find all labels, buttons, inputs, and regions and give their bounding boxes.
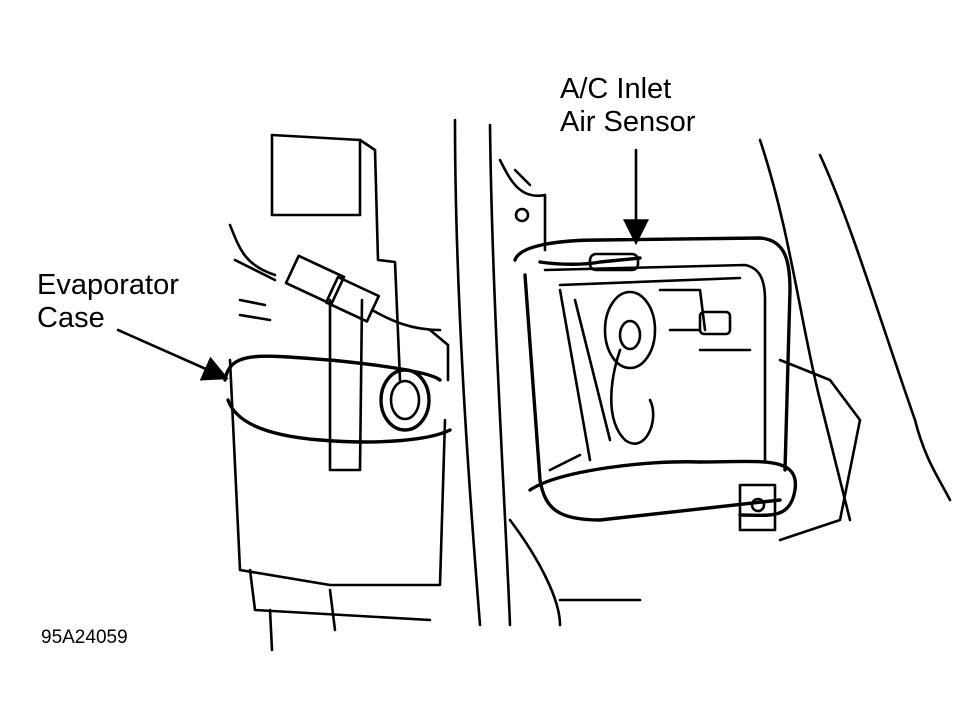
sensor-label: A/C Inlet Air Sensor bbox=[560, 73, 695, 139]
dash-panel-drawing bbox=[758, 138, 952, 542]
case-label: Evaporator Case bbox=[37, 269, 179, 335]
evaporator-case-drawing bbox=[223, 133, 452, 652]
figure-code: 95A24059 bbox=[41, 627, 128, 648]
sensor-label-line1: A/C Inlet bbox=[560, 73, 672, 105]
case-label-line1: Evaporator bbox=[37, 269, 179, 301]
case-leader-line bbox=[116, 328, 229, 381]
sensor-housing-drawing bbox=[508, 236, 798, 627]
sensor-label-line2: Air Sensor bbox=[560, 106, 696, 138]
case-label-line2: Case bbox=[37, 302, 105, 334]
support-pillar-drawing bbox=[453, 118, 547, 627]
